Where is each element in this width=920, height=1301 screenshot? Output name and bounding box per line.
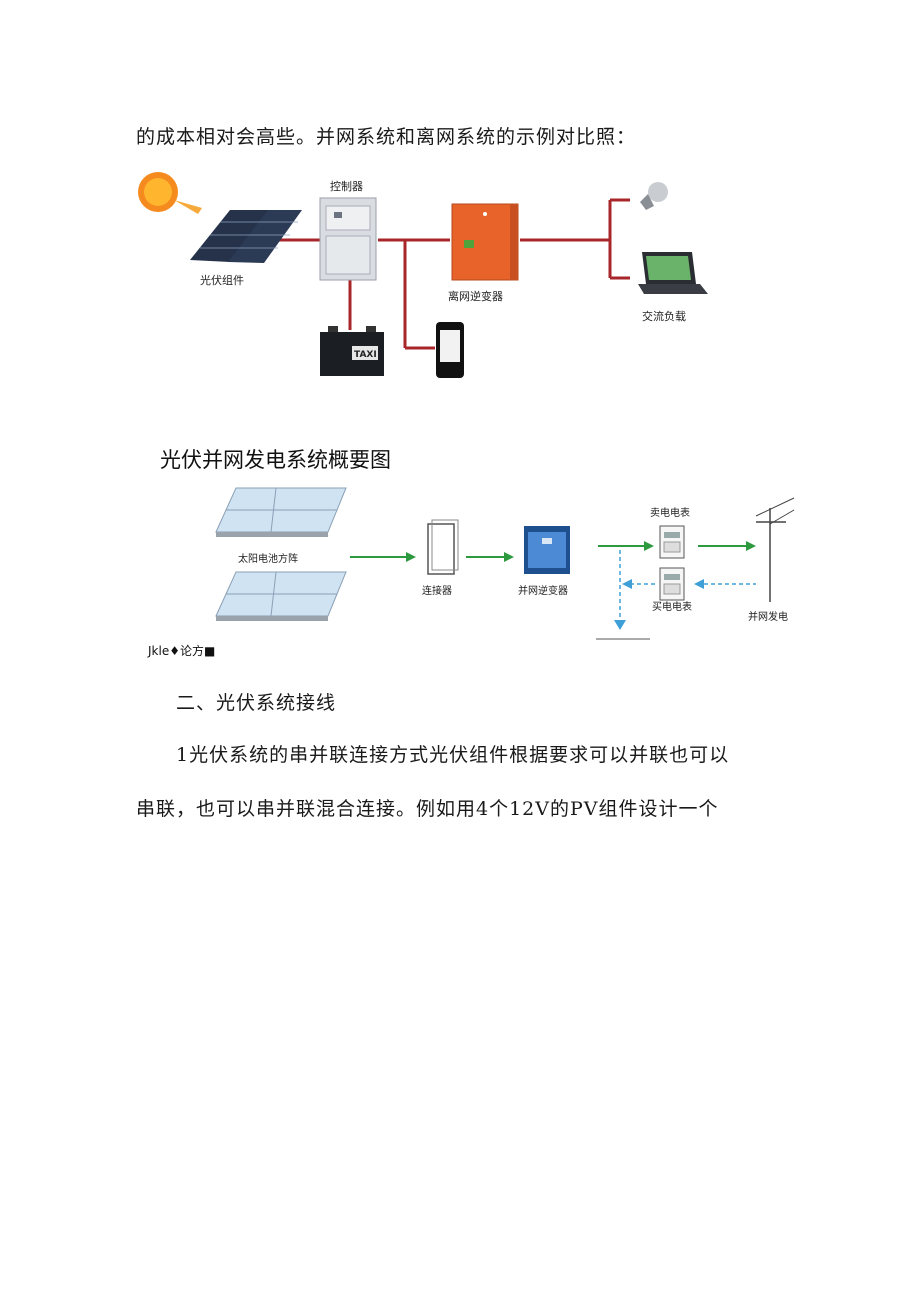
ac-load-label: 交流负载 (642, 309, 686, 323)
utility-pole-icon (755, 497, 795, 602)
sun-icon (138, 172, 202, 214)
grid-label: 并网发电 (748, 610, 788, 623)
controller-cabinet-icon (319, 197, 377, 281)
buy-meter-label: 买电电表 (652, 600, 692, 613)
flow-arrow-icon (350, 552, 416, 562)
battery-icon: TAXI (320, 326, 384, 376)
offgrid-system-diagram: 光伏组件 控制器 TAXI 离网逆变器 交流负载 (138, 172, 708, 378)
intro-paragraph: 的成本相对会高些。并网系统和离网系统的示例对比照： (136, 126, 637, 148)
pv-module-label: 光伏组件 (200, 273, 244, 287)
dashed-down-arrow-icon (596, 550, 650, 640)
solar-array-label: 太阳电池方阵 (238, 552, 298, 565)
grid-diagram-title: 光伏并网发电系统概要图 (160, 448, 391, 472)
flow-arrow-icon (466, 552, 514, 562)
controller-label: 控制器 (330, 179, 363, 193)
grid-inverter-label: 并网逆变器 (518, 584, 568, 597)
body-text-line-2: 串联，也可以串并联混合连接。例如用4个12V的PV组件设计一个 (136, 798, 719, 820)
body-text-line-1: 1光伏系统的串并联连接方式光伏组件根据要求可以并联也可以 (176, 744, 730, 766)
flow-arrow-icon (698, 541, 756, 551)
offgrid-inverter-label: 离网逆变器 (448, 289, 503, 303)
buy-meter-icon (659, 567, 685, 601)
dashed-left-arrow-icon (622, 579, 756, 589)
sell-meter-icon (659, 525, 685, 559)
solar-panel-icon (190, 210, 302, 263)
grid-system-diagram: 太阳电池方阵 连接器 并网逆变器 卖电电表 (215, 487, 795, 640)
figure-caption: Jkle♦论方■ (148, 644, 216, 658)
solar-array-icon (215, 487, 347, 621)
offgrid-inverter-icon (451, 203, 519, 281)
connection-lines (265, 198, 630, 350)
sell-meter-label: 卖电电表 (650, 506, 690, 519)
connector-label: 连接器 (422, 584, 452, 597)
grid-inverter-icon (524, 526, 570, 574)
laptop-icon (638, 252, 708, 294)
mobile-phone-icon (436, 322, 464, 378)
battery-text: TAXI (354, 350, 377, 360)
light-bulb-icon (640, 182, 668, 210)
flow-arrow-icon (598, 541, 654, 551)
connector-box-icon (427, 519, 459, 575)
section-heading: 二、光伏系统接线 (176, 692, 337, 714)
